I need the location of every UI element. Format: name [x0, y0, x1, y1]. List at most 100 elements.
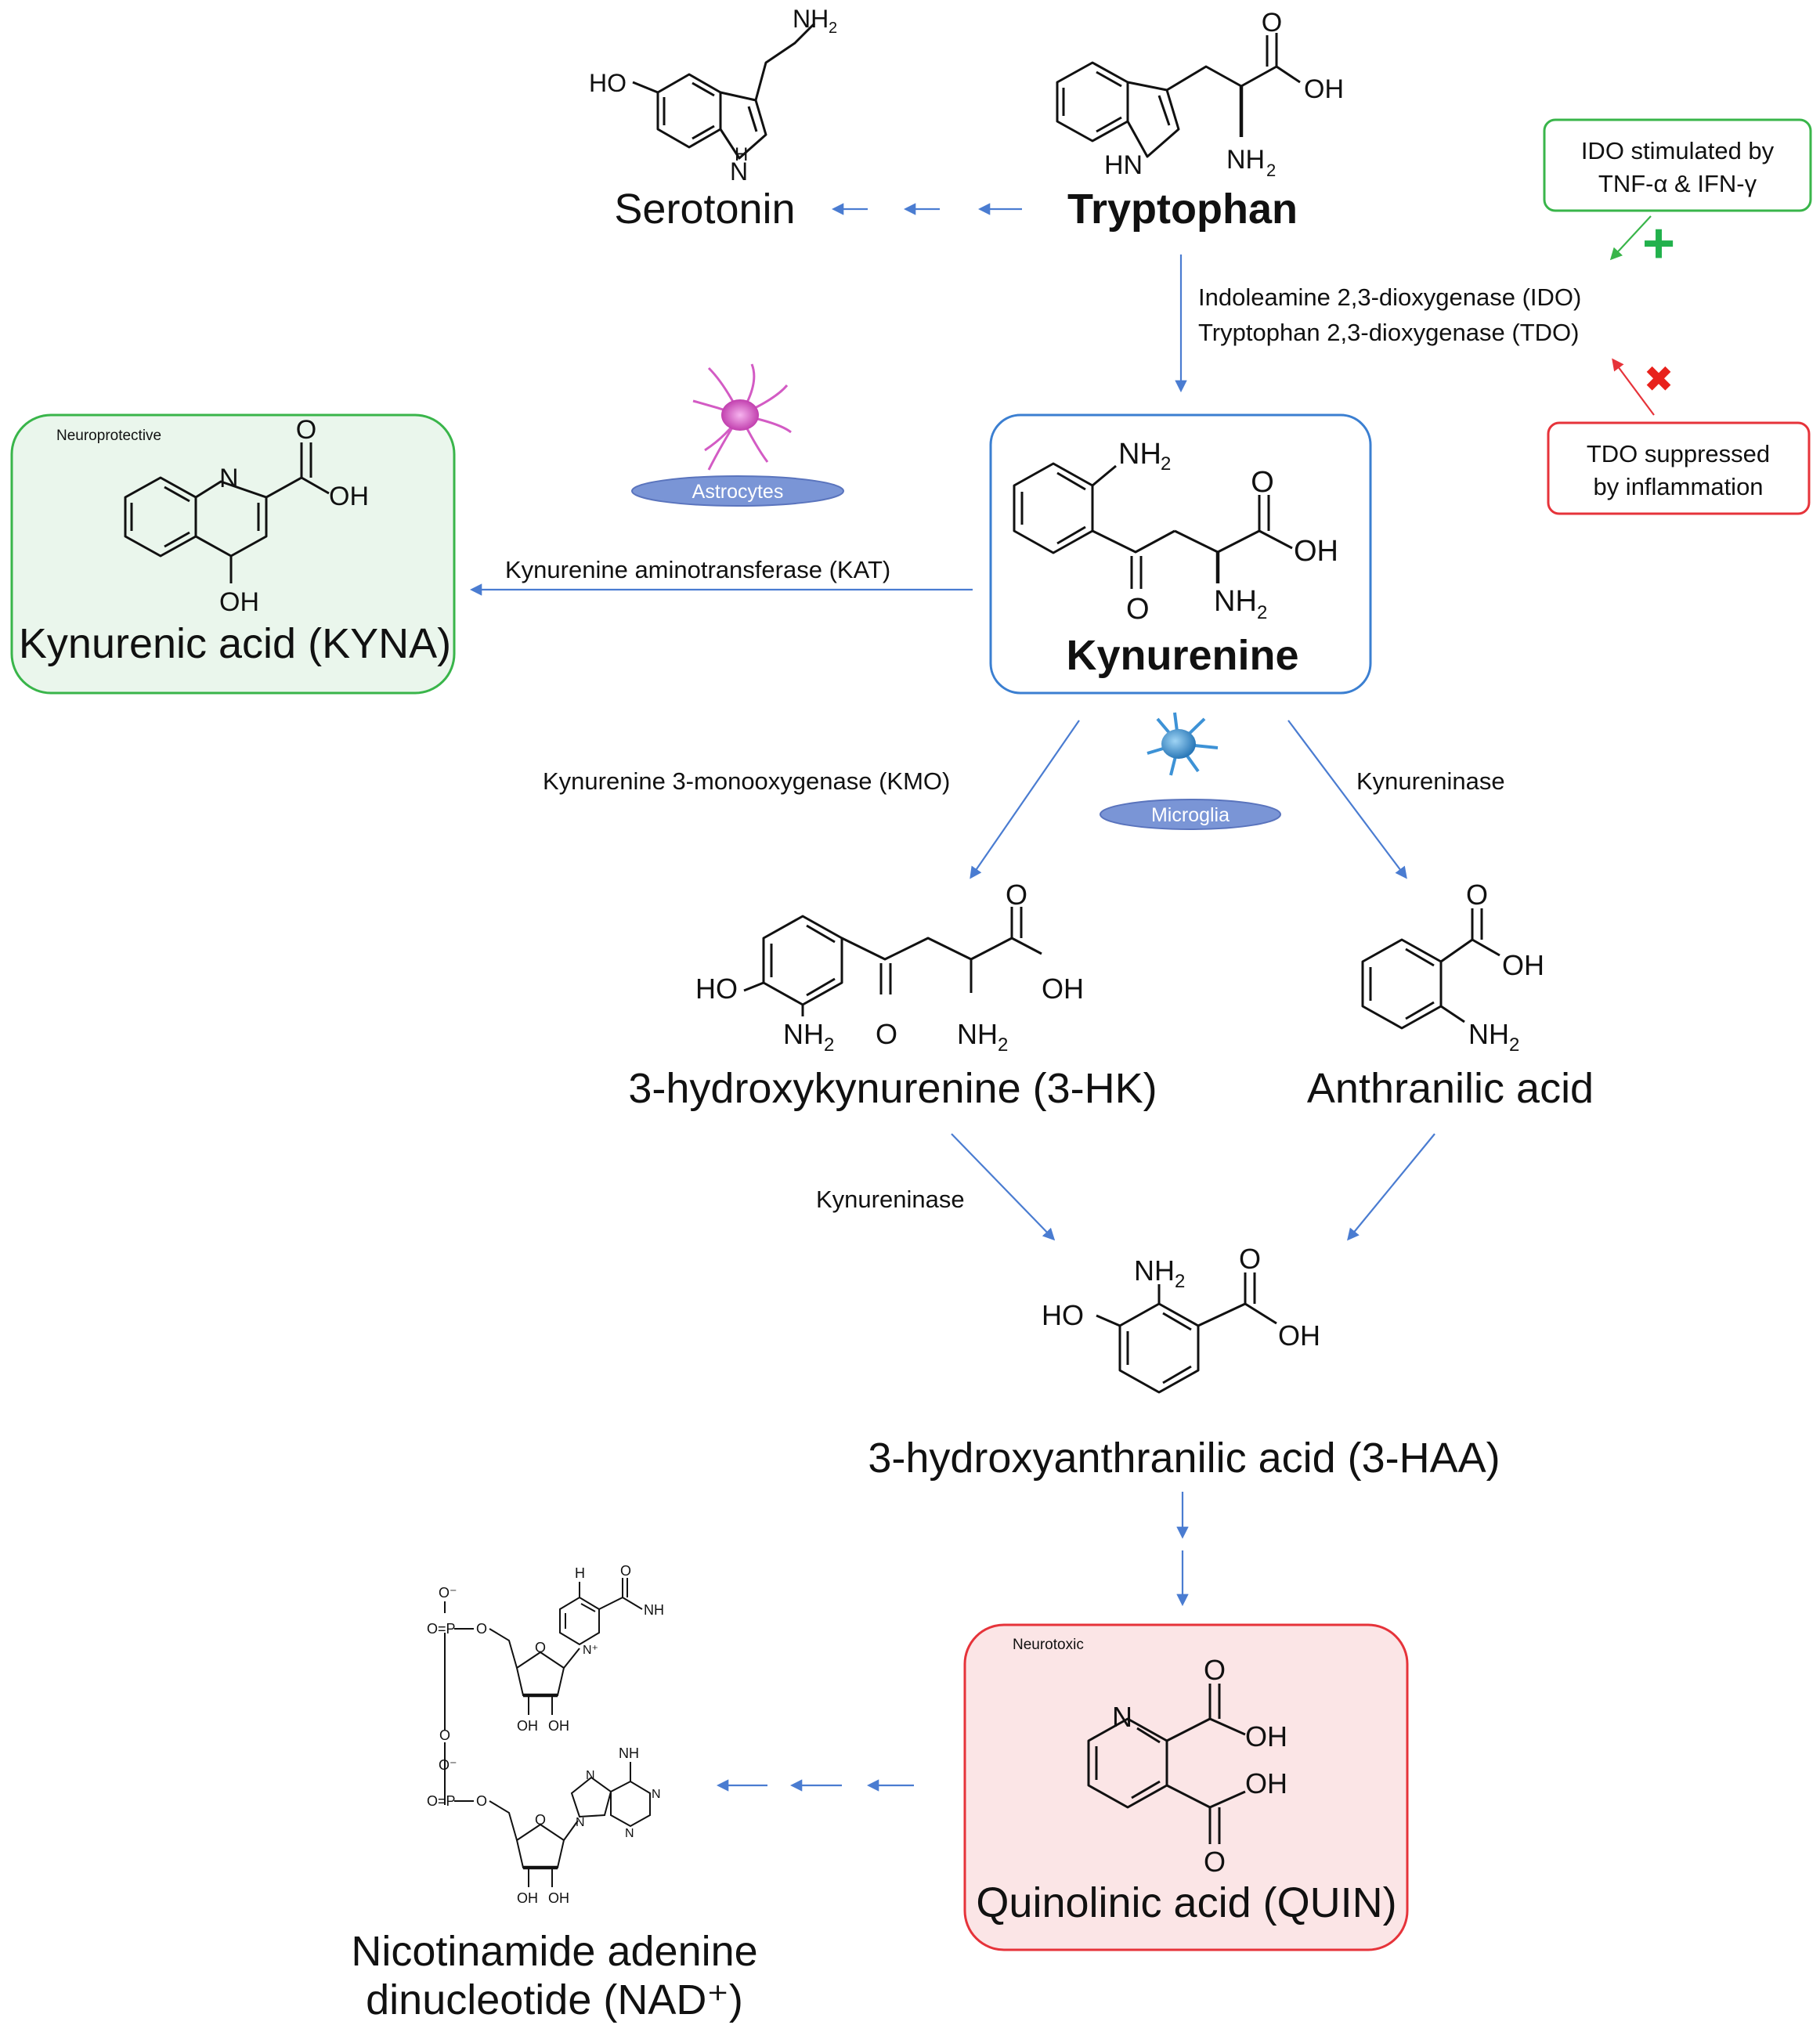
- serotonin-structure: HO N H NH 2: [589, 5, 837, 186]
- svg-text:OH: OH: [517, 1890, 538, 1906]
- svg-text:O: O: [1204, 1846, 1226, 1878]
- enzyme-kynureninase-left: Kynureninase: [816, 1186, 965, 1213]
- svg-text:OH: OH: [517, 1718, 538, 1734]
- arrow-tdo-supp: [1612, 358, 1655, 416]
- kynurenine-structure: NH 2 O O OH NH 2: [1013, 438, 1338, 626]
- svg-text:NH: NH: [1468, 1018, 1509, 1050]
- quin-structure: N O OH OH O: [1087, 1654, 1287, 1878]
- 3haa-label: 3-hydroxyanthranilic acid (3-HAA): [868, 1435, 1500, 1482]
- serotonin-label: Serotonin: [614, 186, 795, 233]
- ido-box-line1: IDO stimulated by: [1581, 137, 1775, 164]
- svg-text:OH: OH: [1042, 973, 1084, 1005]
- svg-text:NH: NH: [1226, 145, 1265, 175]
- svg-text:O⁻: O⁻: [439, 1757, 457, 1773]
- enzyme-ido: Indoleamine 2,3-dioxygenase (IDO): [1198, 283, 1581, 311]
- microglia-cell-icon: [1147, 712, 1219, 776]
- svg-text:O: O: [439, 1727, 450, 1743]
- nad-label-line1: Nicotinamide adenine: [351, 1928, 757, 1975]
- svg-text:2: 2: [1257, 602, 1267, 623]
- svg-text:O: O: [296, 415, 316, 445]
- svg-text:NH: NH: [619, 1745, 639, 1761]
- arrow-3hk-3haa: [951, 1133, 1056, 1241]
- arrow-kyn-3hk: [970, 720, 1080, 879]
- svg-text:O: O: [1204, 1654, 1226, 1686]
- svg-text:O: O: [1006, 879, 1027, 911]
- svg-text:N: N: [1112, 1701, 1132, 1733]
- 3hk-structure: HO NH 2 O NH 2 O OH: [695, 879, 1084, 1056]
- arrow-ido-stim: [1609, 215, 1652, 261]
- tdo-box-line1: TDO suppressed: [1587, 440, 1770, 467]
- svg-text:OH: OH: [329, 482, 369, 511]
- kyna-structure: N O OH OH: [124, 415, 369, 617]
- svg-text:O: O: [1466, 879, 1488, 911]
- tryptophan-structure: O OH HN NH 2: [1056, 8, 1344, 180]
- svg-text:O⁻: O⁻: [439, 1585, 457, 1601]
- enzyme-kat: Kynurenine aminotransferase (KAT): [505, 556, 890, 583]
- neuroprotective-tag: Neuroprotective: [56, 428, 161, 444]
- svg-text:2: 2: [824, 1034, 834, 1056]
- svg-text:OH: OH: [548, 1890, 569, 1906]
- svg-text:O: O: [1239, 1243, 1261, 1275]
- svg-text:NH: NH: [1214, 585, 1257, 618]
- svg-text:HN: HN: [1104, 150, 1143, 180]
- svg-text:O: O: [476, 1793, 487, 1809]
- svg-text:NH: NH: [957, 1018, 998, 1050]
- svg-text:OH: OH: [1502, 949, 1544, 981]
- svg-text:N: N: [652, 1788, 661, 1801]
- astrocyte-cell-icon: [692, 363, 792, 471]
- ido-stimulated-box: [1543, 118, 1812, 212]
- svg-text:HO: HO: [1042, 1299, 1084, 1331]
- 3haa-structure: NH 2 HO O OH: [1042, 1243, 1320, 1394]
- nad-label-line2: dinucleotide (NAD⁺): [366, 1976, 743, 2023]
- ido-box-line2: TNF-α & IFN-γ: [1598, 170, 1757, 197]
- quin-label: Quinolinic acid (QUIN): [976, 1879, 1396, 1926]
- kyna-label: Kynurenic acid (KYNA): [19, 620, 451, 667]
- plus-sign: +: [1642, 212, 1675, 275]
- svg-text:O: O: [476, 1621, 487, 1637]
- kynurenine-box: [989, 413, 1372, 695]
- svg-text:O: O: [876, 1018, 897, 1050]
- microglia-ellipse: [1100, 799, 1281, 830]
- svg-text:O: O: [535, 1812, 546, 1828]
- svg-text:OH: OH: [1294, 535, 1338, 568]
- astrocytes-ellipse: [631, 475, 844, 507]
- svg-text:O: O: [620, 1563, 631, 1579]
- svg-text:O: O: [1251, 466, 1274, 499]
- svg-text:N: N: [730, 157, 748, 186]
- svg-text:H: H: [735, 144, 748, 165]
- svg-text:2: 2: [1266, 161, 1276, 180]
- kynurenine-label: Kynurenine: [1066, 632, 1298, 679]
- svg-text:O=P: O=P: [427, 1621, 456, 1637]
- tdo-box-line2: by inflammation: [1593, 473, 1763, 500]
- svg-text:HO: HO: [695, 973, 738, 1005]
- anthranilic-label: Anthranilic acid: [1307, 1065, 1594, 1112]
- enzyme-kmo: Kynurenine 3-monooxygenase (KMO): [543, 767, 950, 795]
- svg-text:2: 2: [829, 20, 837, 37]
- astrocytes-label: Astrocytes: [692, 481, 784, 503]
- svg-text:O: O: [1126, 593, 1150, 626]
- svg-text:NH: NH: [783, 1018, 824, 1050]
- enzyme-kynureninase-right: Kynureninase: [1356, 767, 1505, 795]
- svg-text:N: N: [576, 1816, 585, 1829]
- svg-text:NH: NH: [793, 5, 829, 33]
- svg-text:NH: NH: [644, 1602, 664, 1618]
- 3hk-label: 3-hydroxykynurenine (3-HK): [628, 1065, 1157, 1112]
- microglia-label: Microglia: [1151, 804, 1230, 826]
- cross-sign: ✖: [1644, 358, 1674, 400]
- svg-text:NH: NH: [1134, 1254, 1175, 1287]
- svg-text:OH: OH: [219, 587, 259, 617]
- tryptophan-label: Tryptophan: [1067, 186, 1298, 233]
- svg-text:2: 2: [998, 1034, 1008, 1056]
- svg-text:HO: HO: [589, 69, 627, 97]
- svg-text:O: O: [535, 1640, 546, 1655]
- svg-text:2: 2: [1161, 453, 1171, 475]
- svg-text:OH: OH: [1304, 74, 1344, 104]
- svg-text:O: O: [1262, 8, 1282, 38]
- arrow-kyn-anthranilic: [1287, 720, 1407, 879]
- svg-text:OH: OH: [548, 1718, 569, 1734]
- enzyme-tdo: Tryptophan 2,3-dioxygenase (TDO): [1198, 319, 1579, 346]
- svg-text:H: H: [575, 1565, 585, 1581]
- svg-text:N: N: [625, 1827, 634, 1840]
